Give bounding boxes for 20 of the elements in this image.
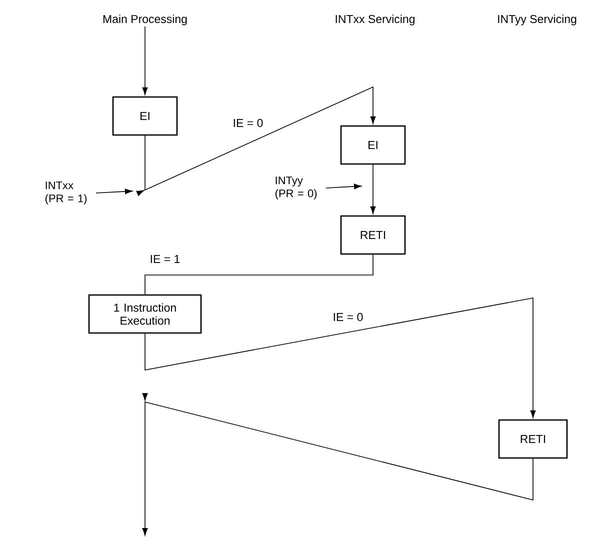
arrow	[142, 393, 534, 536]
column-heading: Main Processing	[103, 14, 187, 26]
arrow	[370, 164, 376, 214]
interrupt-label: INTyy (PR = 0)	[275, 176, 317, 200]
edge-label: IE = 0	[332, 312, 364, 322]
edge-label: IE = 0	[232, 118, 264, 128]
process-box: RETI	[498, 419, 568, 459]
arrow	[142, 26, 148, 95]
column-heading: INTyy Servicing	[498, 14, 576, 26]
arrow	[136, 86, 376, 196]
process-box: 1 Instruction Execution	[88, 294, 202, 334]
arrow	[96, 188, 133, 194]
interrupt-label: INTxx (PR = 1)	[45, 182, 87, 204]
arrow	[326, 184, 362, 190]
process-box: EI	[112, 96, 178, 136]
edge-label: IE = 1	[148, 254, 182, 264]
process-box: EI	[340, 125, 406, 165]
column-heading: INTxx Servicing	[336, 14, 414, 26]
arrow	[144, 298, 536, 418]
process-box: RETI	[340, 215, 406, 255]
